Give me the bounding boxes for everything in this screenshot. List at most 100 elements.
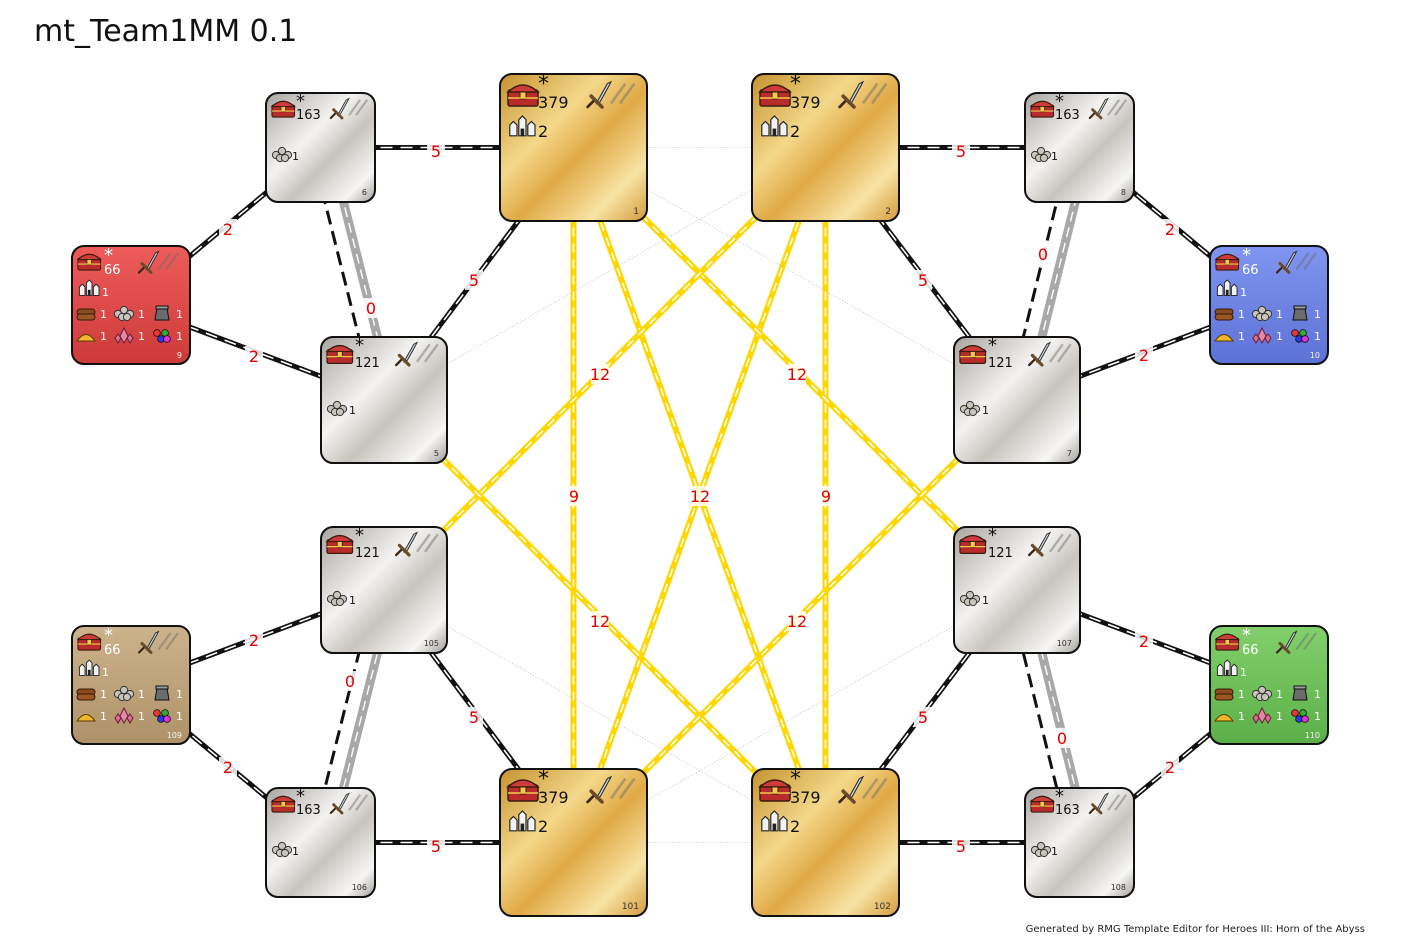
zone-treasure-value: 379 <box>790 93 821 112</box>
zone-box <box>953 526 1081 654</box>
zone-box <box>751 768 900 917</box>
link-label: 12 <box>590 365 610 384</box>
zone-treasure-value: 163 <box>296 803 321 818</box>
guard-sword-icon <box>838 80 888 109</box>
zone-box <box>751 73 900 222</box>
link-label: 12 <box>690 487 710 506</box>
zone-crystal-count: 1 <box>138 710 145 723</box>
link-label: 0 <box>1038 245 1048 264</box>
castle-icon <box>78 279 100 296</box>
zone-treasure-value: 163 <box>296 108 321 123</box>
sulfur-icon <box>76 714 96 722</box>
zone-castle-count: 1 <box>102 666 109 679</box>
zone-id: 10 <box>1310 351 1320 360</box>
zone-box <box>1024 92 1135 203</box>
wood-icon <box>76 308 96 321</box>
guard-sword-icon <box>1028 531 1072 557</box>
treasure-chest-icon <box>1214 253 1240 271</box>
gems-icon <box>1291 329 1309 343</box>
mercury-icon <box>1292 305 1308 321</box>
sulfur-icon <box>76 334 96 342</box>
ore-icon <box>326 590 348 607</box>
zone-treasure-value: 379 <box>790 788 821 807</box>
zone-wood-count: 1 <box>100 308 107 321</box>
zone-castle-count: 2 <box>538 817 548 836</box>
ore-icon <box>1030 841 1052 858</box>
castle-icon <box>761 115 788 137</box>
castle-icon <box>1216 659 1238 676</box>
zone-star: * <box>790 72 801 97</box>
zone-box <box>953 336 1081 464</box>
link-label: 12 <box>787 612 807 631</box>
link-label: 2 <box>1165 220 1175 239</box>
zone-id: 110 <box>1305 731 1320 740</box>
zone-treasure-value: 379 <box>538 788 569 807</box>
guard-sword-icon <box>1275 630 1317 654</box>
ore-icon <box>326 400 348 417</box>
zone-star: * <box>1242 245 1251 266</box>
zone-mine-count: 1 <box>1051 845 1058 858</box>
link-label-bg <box>565 486 583 506</box>
zone-mercury-count: 1 <box>176 688 183 701</box>
ore-icon <box>113 685 135 702</box>
zone-castle-count: 2 <box>538 122 548 141</box>
zone-star: * <box>988 335 997 356</box>
zone-box <box>71 245 191 365</box>
zone-box <box>265 787 376 898</box>
guard-sword-icon <box>1028 341 1072 367</box>
zone-crystal-count: 1 <box>138 330 145 343</box>
link-label: 0 <box>366 299 376 318</box>
zone-treasure-value: 163 <box>1055 108 1080 123</box>
link-label: 5 <box>918 708 928 727</box>
link-label: 2 <box>223 220 233 239</box>
zone-mine-count: 1 <box>292 845 299 858</box>
zone-gems-count: 1 <box>1314 330 1321 343</box>
gems-icon <box>153 329 171 343</box>
zone-mercury-count: 1 <box>176 308 183 321</box>
zone-treasure-value: 66 <box>1242 643 1259 658</box>
zone-treasure-value: 66 <box>104 263 121 278</box>
guard-sword-icon <box>586 80 636 109</box>
zone-crystal-count: 1 <box>1276 330 1283 343</box>
link-label: 2 <box>223 758 233 777</box>
zone-sulfur-count: 1 <box>100 330 107 343</box>
zone-castle-count: 2 <box>790 122 800 141</box>
link-label-bg <box>1161 219 1179 239</box>
zone-mine-count: 1 <box>982 404 989 417</box>
treasure-chest-icon <box>958 534 988 555</box>
ore-icon <box>271 146 293 163</box>
link-label-bg <box>341 671 359 691</box>
sulfur-icon <box>1214 714 1234 722</box>
treasure-chest-icon <box>270 100 296 118</box>
guard-sword-icon <box>1275 250 1317 274</box>
ore-icon <box>113 305 135 322</box>
zone-id: 2 <box>885 207 891 217</box>
zone-treasure-value: 66 <box>104 643 121 658</box>
zone-2[interactable]: *379 2 2 <box>751 72 900 222</box>
gems-icon <box>1291 709 1309 723</box>
link-label-bg <box>591 364 609 384</box>
zone-id: 6 <box>362 188 367 197</box>
zone-sulfur-count: 1 <box>100 710 107 723</box>
zone-star: * <box>790 767 801 792</box>
zone-box <box>71 625 191 745</box>
link-label-bg <box>465 707 483 727</box>
zone-mine-count: 1 <box>349 594 356 607</box>
zone-id: 9 <box>177 351 182 360</box>
zone-id: 108 <box>1111 883 1126 892</box>
